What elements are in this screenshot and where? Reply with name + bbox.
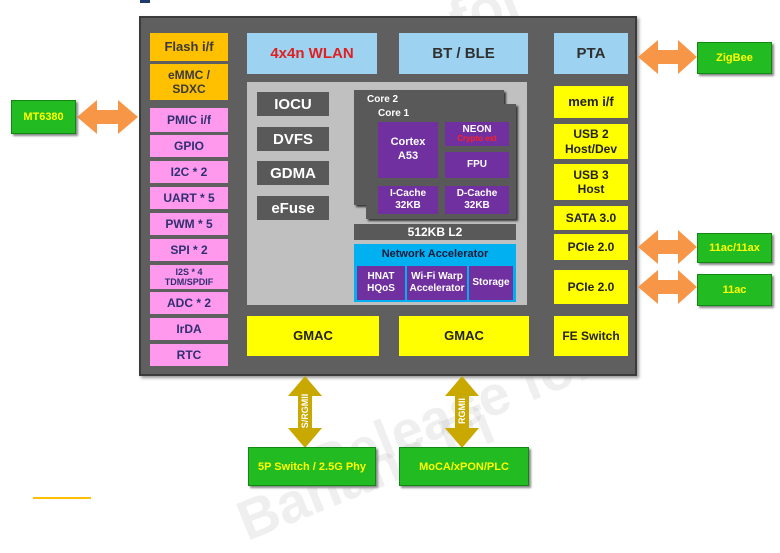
- sr-gmii-label: S/RGMII: [300, 393, 310, 429]
- usb3-block: USB 3 Host: [554, 164, 628, 200]
- wifi-warp-block: Wi-Fi Warp Accelerator: [407, 266, 467, 300]
- pcie-2-block: PCIe 2.0: [554, 270, 628, 304]
- wlan-block: 4x4n WLAN: [247, 33, 377, 74]
- uart-block: UART * 5: [150, 187, 228, 209]
- core-1-label: Core 1: [378, 108, 410, 119]
- usb2-block: USB 2 Host/Dev: [554, 124, 628, 159]
- connector-arrows: [77, 40, 697, 448]
- rgmii-label: RGMII: [457, 398, 467, 424]
- adc-block: ADC * 2: [150, 292, 228, 314]
- gmac-2-block: GMAC: [399, 316, 529, 356]
- icache-block: I-Cache 32KB: [378, 186, 438, 214]
- moca-xpon-plc-box: MoCA/xPON/PLC: [399, 447, 529, 486]
- emmc-sdxc-block: eMMC / SDXC: [150, 64, 228, 100]
- dvfs-block: DVFS: [257, 127, 329, 151]
- 5p-switch-box: 5P Switch / 2.5G Phy: [248, 447, 376, 486]
- irda-block: IrDA: [150, 318, 228, 340]
- zigbee-arrow: [638, 40, 697, 74]
- spi-block: SPI * 2: [150, 239, 228, 261]
- 11ac-11ax-box: 11ac/11ax: [697, 233, 772, 263]
- mt6380-arrow: [77, 100, 138, 134]
- hnat-hqos-block: HNAT HQoS: [357, 266, 405, 300]
- dcache-block: D-Cache 32KB: [445, 186, 509, 214]
- bt-ble-block: BT / BLE: [399, 33, 528, 74]
- gdma-block: GDMA: [257, 161, 329, 185]
- i2s-tdm-spdif-block: I2S * 4 TDM/SPDIF: [150, 265, 228, 289]
- top-left-accent: [140, 0, 150, 3]
- gmac-1-block: GMAC: [247, 316, 379, 356]
- 11ac-box: 11ac: [697, 274, 772, 306]
- fe-switch-block: FE Switch: [554, 316, 628, 356]
- bottom-left-rule: [33, 497, 91, 499]
- neon-label: NEON: [462, 123, 492, 135]
- sata-block: SATA 3.0: [554, 206, 628, 230]
- network-accelerator-title: Network Accelerator: [381, 248, 489, 260]
- mem-if-block: mem i/f: [554, 86, 628, 118]
- core-2-label: Core 2: [367, 94, 399, 105]
- mt6380-box: MT6380: [11, 100, 76, 134]
- storage-block: Storage: [469, 266, 513, 300]
- pmic-if-block: PMIC i/f: [150, 108, 228, 132]
- rtc-block: RTC: [150, 344, 228, 366]
- zigbee-box: ZigBee: [697, 42, 772, 74]
- l2-cache-block: 512KB L2: [354, 224, 516, 240]
- rgmii-arrow: [445, 376, 479, 448]
- fpu-block: FPU: [445, 152, 509, 178]
- pcie-1-block: PCIe 2.0: [554, 234, 628, 260]
- iocu-block: IOCU: [257, 92, 329, 116]
- ac-arrow: [638, 270, 697, 304]
- pta-block: PTA: [554, 33, 628, 74]
- flash-if-block: Flash i/f: [150, 33, 228, 61]
- i2c-block: I2C * 2: [150, 161, 228, 183]
- efuse-block: eFuse: [257, 196, 329, 220]
- neon-block: NEON Crypto ext: [445, 122, 509, 146]
- crypto-ext-label: Crypto ext: [457, 134, 497, 144]
- sr-gmii-arrow: [288, 376, 322, 448]
- ax-arrow: [638, 230, 697, 264]
- pwm-block: PWM * 5: [150, 213, 228, 235]
- cortex-a53-block: Cortex A53: [378, 122, 438, 178]
- gpio-block: GPIO: [150, 135, 228, 157]
